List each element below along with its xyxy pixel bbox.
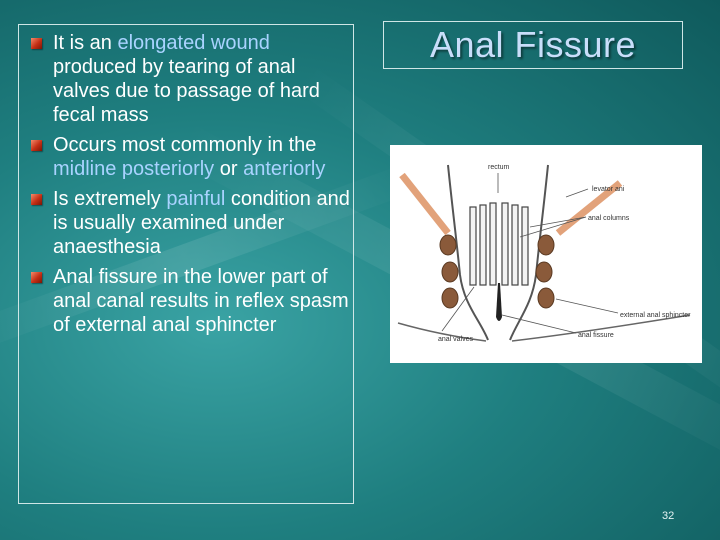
anal-fissure-mark: [496, 283, 502, 321]
anal-column: [469, 206, 477, 286]
square-bullet-icon: [31, 38, 42, 49]
anal-column: [511, 204, 519, 286]
anal-columns: [469, 202, 529, 286]
square-bullet-icon: [31, 194, 42, 205]
bullet-item: Occurs most commonly in the midline post…: [29, 133, 353, 181]
sphincter-muscle: [441, 261, 459, 283]
bullet-item: Is extremely painful condition and is us…: [29, 187, 353, 259]
label-anal-fissure: anal fissure: [578, 332, 614, 339]
skin-line-right: [511, 314, 691, 342]
sphincter-muscle: [439, 234, 457, 256]
square-bullet-icon: [31, 140, 42, 151]
sphincter-muscle: [537, 287, 555, 309]
anal-column: [501, 202, 509, 286]
external-sphincter: [439, 234, 555, 309]
label-external-anal-sphincter: external anal sphincter: [620, 312, 691, 319]
slide-title: Anal Fissure: [429, 24, 637, 65]
label-anal-valves: anal valves: [438, 336, 474, 343]
bullet-list: It is an elongated wound produced by tea…: [19, 25, 353, 337]
leader-line: [519, 216, 587, 238]
rectum-wall-left: [447, 164, 489, 341]
sphincter-muscle: [537, 234, 555, 256]
leader-line: [565, 188, 589, 198]
label-rectum: rectum: [488, 164, 510, 171]
levator-ani-right: [555, 180, 623, 236]
highlight-text: elongated wound: [117, 32, 270, 54]
bullet-text-box: It is an elongated wound produced by tea…: [18, 24, 354, 504]
sphincter-muscle: [441, 287, 459, 309]
skin-line-left: [397, 322, 487, 342]
anal-canal-illustration: rectum levator ani anal columns external…: [397, 164, 691, 343]
leader-lines: [441, 173, 619, 334]
bullet-item: Anal fissure in the lower part of anal c…: [29, 265, 353, 337]
leader-line: [555, 298, 619, 314]
bullet-item: It is an elongated wound produced by tea…: [29, 31, 353, 127]
leader-line: [501, 314, 577, 334]
label-levator-ani: levator ani: [592, 186, 625, 193]
levator-ani-left: [399, 172, 451, 236]
leader-line: [529, 216, 587, 228]
anal-column: [521, 206, 529, 286]
anal-column: [489, 202, 497, 286]
title-box: Anal Fissure: [383, 21, 683, 69]
anatomy-diagram: rectum levator ani anal columns external…: [390, 145, 702, 363]
sphincter-muscle: [535, 261, 553, 283]
highlight-text: anteriorly: [243, 158, 326, 180]
label-anal-columns: anal columns: [588, 215, 630, 222]
square-bullet-icon: [31, 272, 42, 283]
anal-column: [479, 204, 487, 286]
leader-line: [441, 286, 475, 332]
slide-number: 32: [662, 510, 675, 522]
highlight-text: painful: [166, 188, 226, 210]
highlight-text: midline posteriorly: [53, 158, 215, 180]
